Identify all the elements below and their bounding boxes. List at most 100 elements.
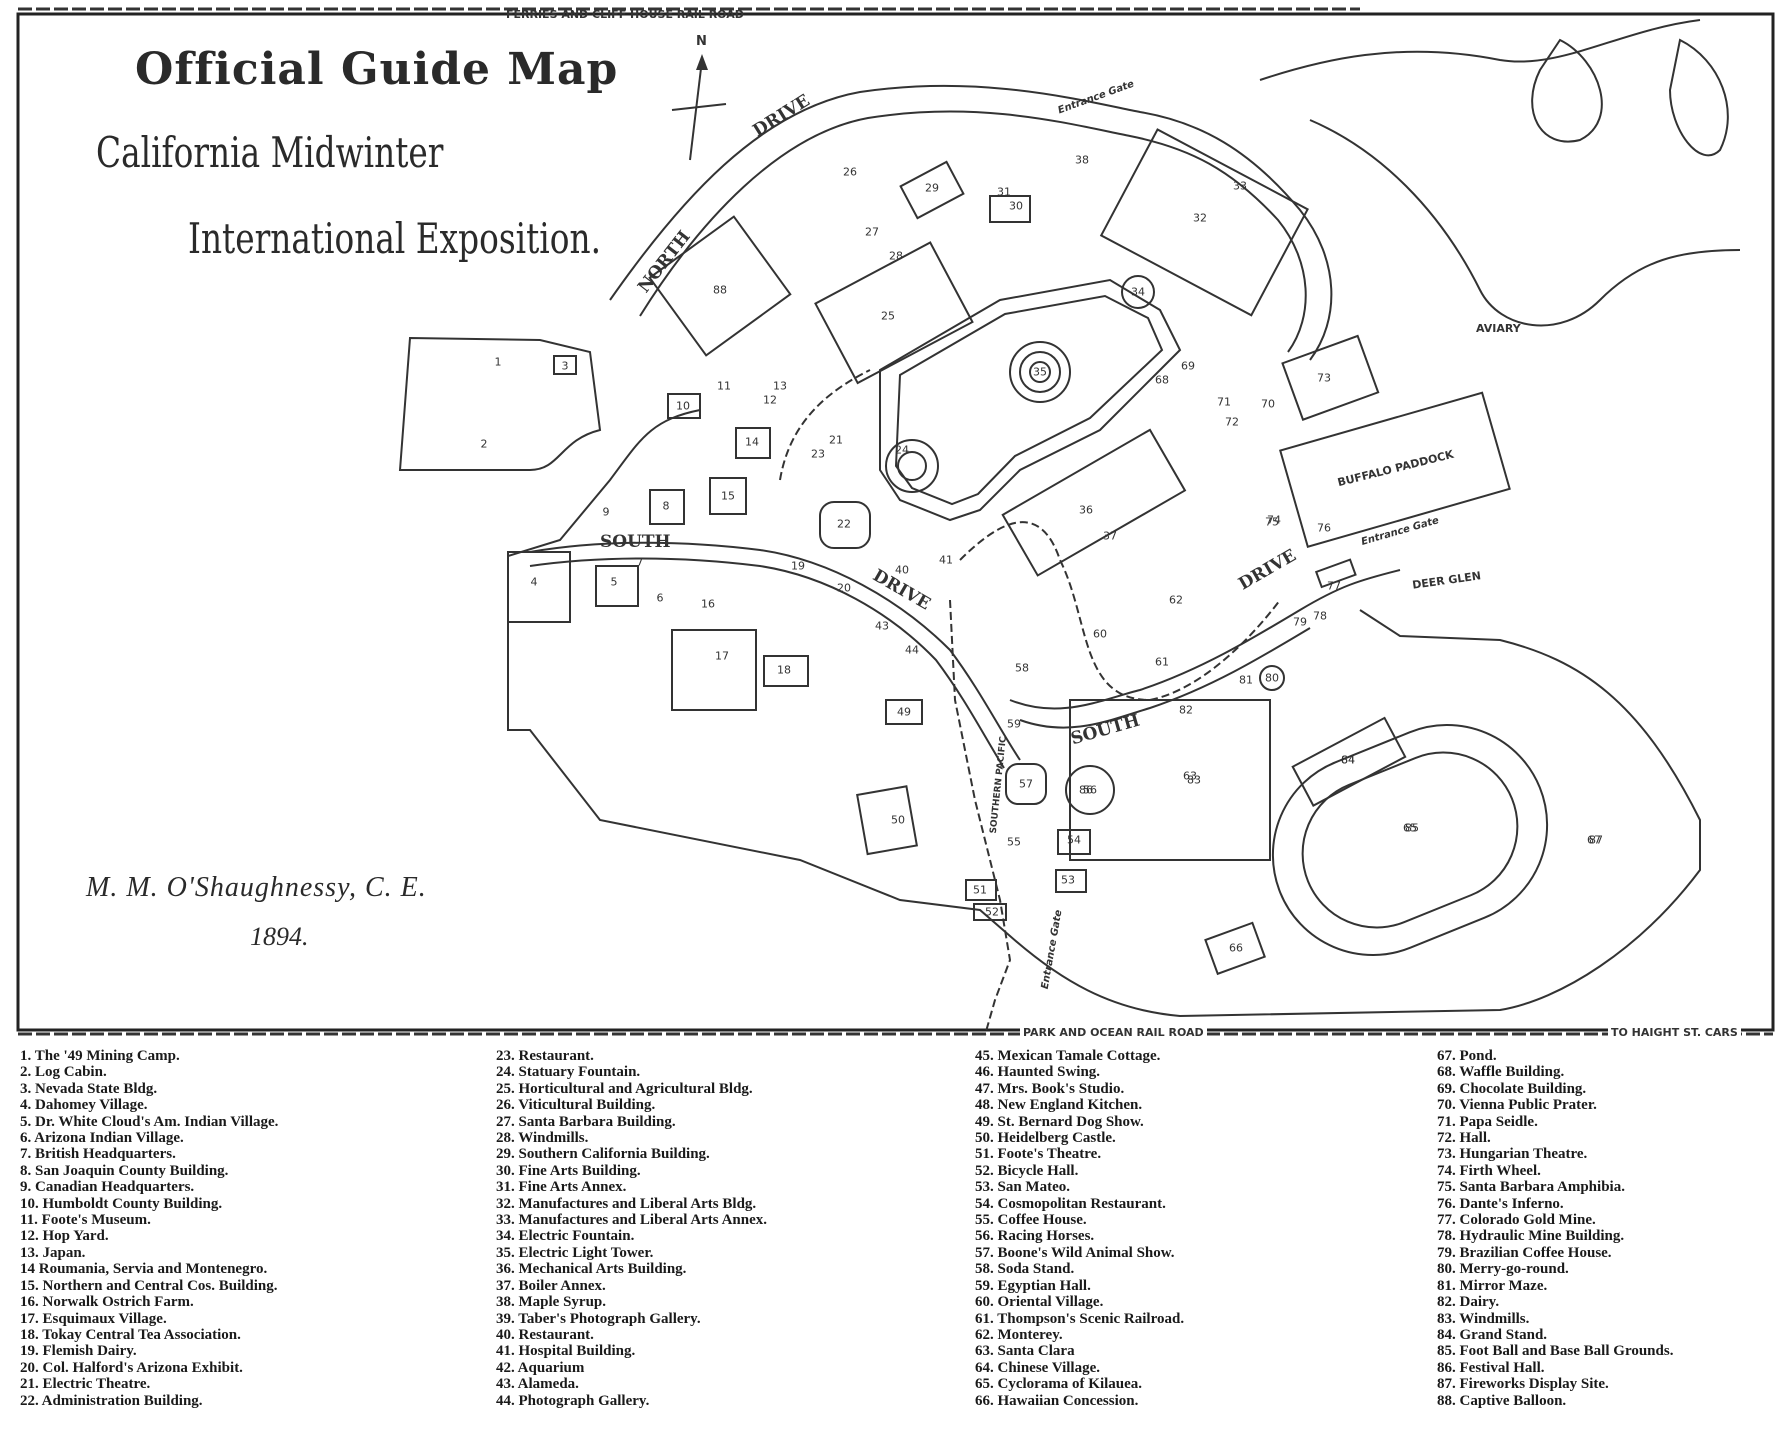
upper-right-lake-2 [1668, 38, 1729, 157]
legend-item: 69. Chocolate Building. [1437, 1080, 1587, 1097]
legend-item: 4. Dahomey Village. [20, 1097, 148, 1114]
building-17 [671, 629, 757, 711]
legend-item: 21. Electric Theatre. [20, 1376, 151, 1393]
map-number-79: 79 [1293, 615, 1307, 629]
legend-item: 60. Oriental Village. [975, 1294, 1104, 1311]
legend-item: 8. San Joaquin County Building. [20, 1162, 229, 1179]
map-number-54: 54 [1067, 833, 1081, 847]
map-number-1: 1 [494, 355, 502, 369]
legend-item: 9. Canadian Headquarters. [20, 1179, 195, 1196]
legend-item: 15. Northern and Central Cos. Building. [20, 1277, 278, 1294]
map-title-line1: Official Guide Map [135, 44, 619, 95]
legend-item: 83. Windmills. [1437, 1310, 1530, 1327]
building-8 [649, 489, 685, 525]
map-number-80: 80 [1265, 671, 1279, 685]
compass-north-label: N [696, 34, 707, 49]
legend-item: 50. Heidelberg Castle. [975, 1130, 1116, 1147]
map-number-37: 37 [1103, 529, 1117, 543]
west-boundary [398, 336, 602, 471]
map-number-13: 13 [773, 379, 787, 393]
building-4 [507, 551, 571, 623]
legend-item: 29. Southern California Building. [496, 1146, 710, 1163]
legend-item: 79. Brazilian Coffee House. [1437, 1244, 1612, 1261]
map-number-59: 59 [1007, 717, 1021, 731]
legend-item: 57. Boone's Wild Animal Show. [975, 1244, 1175, 1261]
legend-item: 18. Tokay Central Tea Association. [20, 1326, 241, 1343]
legend-item: 51. Foote's Theatre. [975, 1146, 1102, 1163]
legend-item: 41. Hospital Building. [496, 1343, 636, 1360]
map-number-81: 81 [1239, 673, 1253, 687]
map-number-20: 20 [837, 581, 851, 595]
building-49 [885, 699, 923, 725]
legend-item: 6. Arizona Indian Village. [20, 1130, 184, 1147]
map-number-55: 55 [1007, 835, 1021, 849]
map-number-26: 26 [843, 165, 857, 179]
legend-item: 62. Monterey. [975, 1326, 1063, 1343]
map-number-31: 31 [997, 185, 1011, 199]
map-number-51: 51 [973, 883, 987, 897]
map-number-11: 11 [717, 379, 731, 393]
map-number-40: 40 [895, 563, 909, 577]
map-number-38: 38 [1075, 153, 1089, 167]
building-5 [595, 565, 639, 607]
legend-item: 80. Merry-go-round. [1437, 1261, 1569, 1278]
map-number-73: 73 [1317, 371, 1331, 385]
map-number-10: 10 [676, 399, 690, 413]
legend-item: 71. Papa Seidle. [1437, 1113, 1538, 1130]
legend-item: 16. Norwalk Ostrich Farm. [20, 1294, 194, 1311]
map-number-64: 64 [1341, 753, 1355, 767]
map-number-29: 29 [925, 181, 939, 195]
map-number-86: 86 [1079, 783, 1093, 797]
map-year: 1894. [250, 922, 309, 951]
building-15 [709, 477, 747, 515]
building-30 [989, 195, 1031, 223]
building-36 [1001, 428, 1187, 577]
map-number-72: 72 [1225, 415, 1239, 429]
legend-item: 23. Restaurant. [496, 1048, 594, 1064]
legend-item: 2. Log Cabin. [20, 1064, 107, 1081]
fair-boundary-south [507, 556, 1701, 1018]
legend-item: 66. Hawaiian Concession. [975, 1392, 1139, 1409]
legend-item: 11. Foote's Museum. [20, 1212, 151, 1229]
map-number-22: 22 [837, 517, 851, 531]
racetrack-inner [1301, 751, 1519, 929]
building-53 [1055, 869, 1087, 893]
map-number-25: 25 [881, 309, 895, 323]
central-court-inner [894, 294, 1164, 506]
legend-item: 63. Santa Clara [975, 1343, 1075, 1360]
legend-column-2: 23. Restaurant.24. Statuary Fountain.25.… [496, 1048, 767, 1409]
map-number-3: 3 [561, 359, 569, 373]
map-number-63: 63 [1183, 769, 1197, 783]
building-88 [648, 215, 792, 357]
south-drive-road [529, 541, 1021, 761]
legend-item: 48. New England Kitchen. [975, 1097, 1143, 1114]
map-number-71: 71 [1217, 395, 1231, 409]
legend-item: 36. Mechanical Arts Building. [496, 1261, 687, 1278]
legend-item: 33. Manufactures and Liberal Arts Annex. [496, 1212, 767, 1229]
legend-item: 20. Col. Halford's Arizona Exhibit. [20, 1359, 243, 1376]
map-number-19: 19 [791, 559, 805, 573]
legend-item: 17. Esquimaux Village. [20, 1310, 167, 1327]
electric-fountain [1121, 275, 1155, 309]
map-number-4: 4 [530, 575, 538, 589]
legend-item: 31. Fine Arts Annex. [496, 1179, 627, 1196]
legend-item: 58. Soda Stand. [975, 1261, 1075, 1278]
building-29 [899, 160, 965, 220]
legend-item: 42. Aquarium [496, 1359, 585, 1376]
map-number-27: 27 [865, 225, 879, 239]
legend-item: 77. Colorado Gold Mine. [1437, 1212, 1596, 1229]
legend-item: 28. Windmills. [496, 1130, 589, 1147]
buffalo-paddock [1279, 391, 1511, 548]
map-number-21: 21 [829, 433, 843, 447]
map-drawing [16, 7, 1775, 1036]
legend-item: 39. Taber's Photograph Gallery. [496, 1310, 701, 1327]
statuary-fountain [885, 439, 939, 493]
legend-item: 64. Chinese Village. [975, 1359, 1101, 1376]
building-83 [1069, 699, 1271, 861]
legend-item: 52. Bicycle Hall. [975, 1162, 1079, 1179]
map-number-14: 14 [745, 435, 759, 449]
map-number-15: 15 [721, 489, 735, 503]
legend-item: 86. Festival Hall. [1437, 1359, 1545, 1376]
map-author: M. M. O'Shaughnessy, C. E. [86, 872, 427, 903]
compass-needle [689, 59, 703, 161]
